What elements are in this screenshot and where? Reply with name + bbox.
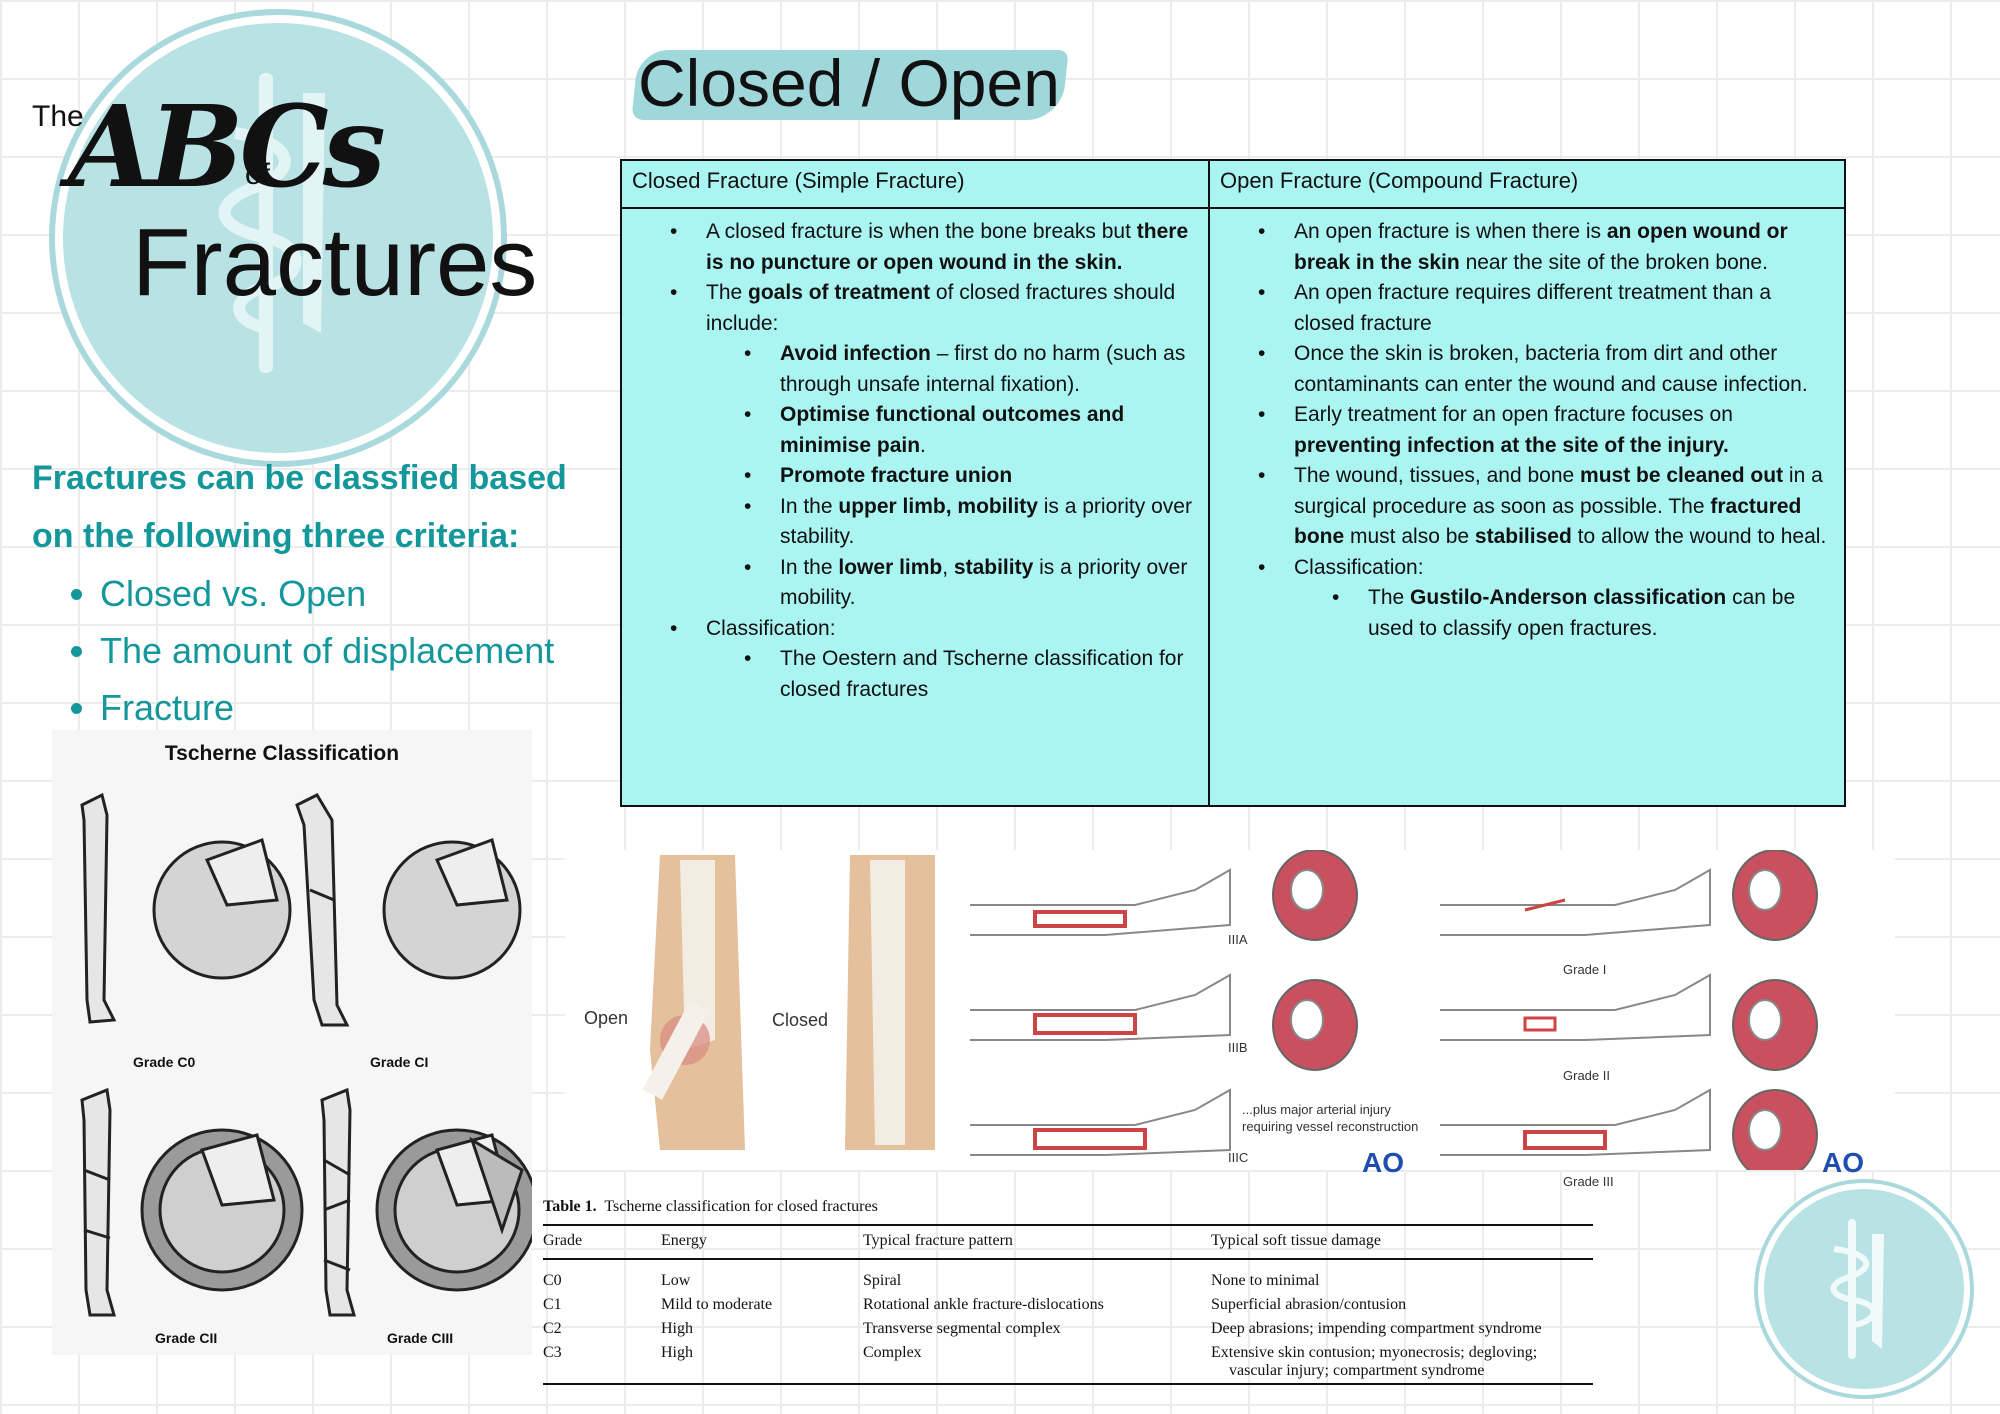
- arterial-note: ...plus major arterial injury: [1242, 1102, 1391, 1117]
- logo-abcs: ABCs: [68, 82, 386, 213]
- criteria-item: The amount of displacement: [100, 622, 554, 679]
- grade-label: Grade C0: [133, 1054, 196, 1070]
- table-row: C2 High Transverse segmental complex Dee…: [543, 1317, 1593, 1341]
- comparison-table: Closed Fracture (Simple Fracture) Open F…: [620, 159, 1846, 807]
- list-item: In the lower limb, stability is a priori…: [744, 553, 1200, 614]
- criteria-item: Fracture: [100, 679, 554, 736]
- list-item: An open fracture is when there is an ope…: [1258, 217, 1836, 278]
- table-cell: Complex: [863, 1344, 922, 1361]
- open-cell: An open fracture is when there is an ope…: [1210, 209, 1844, 805]
- table-header-row: Grade Energy Typical fracture pattern Ty…: [543, 1225, 1593, 1259]
- table-cell: Transverse segmental complex: [863, 1320, 1061, 1337]
- table-row: C0 Low Spiral None to minimal: [543, 1259, 1593, 1293]
- list-item: Classification: The Oestern and Tscherne…: [670, 614, 1200, 706]
- gustilo-label: Grade I: [1563, 962, 1607, 977]
- table-header: Grade: [543, 1232, 583, 1249]
- table-header: Energy: [661, 1232, 707, 1249]
- table-cell: Low: [661, 1272, 691, 1289]
- logo-the: The: [32, 100, 84, 133]
- tscherne-table: Table 1. Tscherne classification for clo…: [543, 1198, 1593, 1385]
- grade-label: Grade CIII: [387, 1330, 454, 1346]
- caduceus-icon: [1830, 1219, 1884, 1359]
- gustilo-label: IIIC: [1228, 1150, 1249, 1165]
- table-cell: Spiral: [863, 1272, 902, 1289]
- list-item: Avoid infection – first do no harm (such…: [744, 339, 1200, 400]
- table-cell: C0: [543, 1272, 562, 1289]
- table-cell: C2: [543, 1320, 562, 1337]
- list-item: The goals of treatment of closed fractur…: [670, 278, 1200, 614]
- list-item: Optimise functional outcomes and minimis…: [744, 400, 1200, 461]
- ao-logo: AO: [1362, 1147, 1404, 1178]
- table-header: Typical fracture pattern: [863, 1232, 1013, 1249]
- table-cell: None to minimal: [1211, 1272, 1320, 1289]
- open-header: Open Fracture (Compound Fracture): [1210, 161, 1844, 209]
- table-cell: Extensive skin contusion; myonecrosis; d…: [1211, 1344, 1538, 1379]
- logo-of: of: [245, 158, 271, 191]
- list-item: A closed fracture is when the bone break…: [670, 217, 1200, 278]
- list-item: The Oestern and Tscherne classification …: [744, 644, 1200, 705]
- table-row: C1 Mild to moderate Rotational ankle fra…: [543, 1293, 1593, 1317]
- table-cell: High: [661, 1320, 693, 1337]
- list-item: Early treatment for an open fracture foc…: [1258, 400, 1836, 461]
- tscherne-illustration: [80, 792, 532, 1317]
- open-closed-figure: [565, 850, 1895, 1170]
- logo-circle: [55, 15, 501, 461]
- logo-fractures: Fractures: [132, 209, 538, 316]
- table-cell: High: [661, 1344, 693, 1361]
- list-item: Promote fracture union: [744, 461, 1200, 492]
- list-item: Once the skin is broken, bacteria from d…: [1258, 339, 1836, 400]
- gustilo-label: IIIB: [1228, 1040, 1248, 1055]
- table-cell: Mild to moderate: [661, 1296, 773, 1313]
- closed-cell: A closed fracture is when the bone break…: [622, 209, 1210, 805]
- grade-label: Grade CII: [155, 1330, 218, 1346]
- criteria-item: Closed vs. Open: [100, 565, 554, 622]
- gustilo-label: Grade II: [1563, 1068, 1610, 1083]
- table-cell: Rotational ankle fracture-dislocations: [863, 1296, 1104, 1313]
- table-cell: Deep abrasions; impending compartment sy…: [1211, 1320, 1542, 1337]
- list-item: The wound, tissues, and bone must be cle…: [1258, 461, 1836, 553]
- list-item: An open fracture requires different trea…: [1258, 278, 1836, 339]
- table-header: Typical soft tissue damage: [1211, 1232, 1381, 1249]
- gustilo-label: Grade III: [1563, 1174, 1614, 1189]
- list-item: Classification: The Gustilo-Anderson cla…: [1258, 553, 1836, 645]
- table-row: C3 High Complex Extensive skin contusion…: [543, 1341, 1593, 1384]
- criteria-list: Closed vs. Open The amount of displaceme…: [60, 565, 554, 736]
- table-caption: Table 1. Tscherne classification for clo…: [543, 1198, 878, 1215]
- tscherne-title: Tscherne Classification: [164, 742, 400, 765]
- caduceus-icon: [218, 73, 325, 373]
- page-title: Closed / Open: [638, 46, 1060, 120]
- logo-small: [1758, 1183, 1970, 1395]
- table-cell: C3: [543, 1344, 562, 1361]
- open-label: Open: [584, 1008, 629, 1028]
- table-cell: Superficial abrasion/contusion: [1211, 1296, 1407, 1313]
- closed-header: Closed Fracture (Simple Fracture): [622, 161, 1210, 209]
- criteria-heading: Fractures can be classfied based on the …: [32, 459, 567, 555]
- grade-label: Grade CI: [370, 1054, 429, 1070]
- tscherne-figure: [52, 730, 532, 1355]
- list-item: The Gustilo-Anderson classification can …: [1332, 583, 1836, 644]
- open-closed-illustration: [642, 850, 1818, 1170]
- ao-logo: AO: [1822, 1147, 1864, 1178]
- closed-label: Closed: [772, 1010, 829, 1030]
- table-cell: C1: [543, 1296, 562, 1313]
- arterial-note: requiring vessel reconstruction: [1242, 1119, 1419, 1134]
- list-item: In the upper limb, mobility is a priorit…: [744, 492, 1200, 553]
- gustilo-label: IIIA: [1228, 932, 1248, 947]
